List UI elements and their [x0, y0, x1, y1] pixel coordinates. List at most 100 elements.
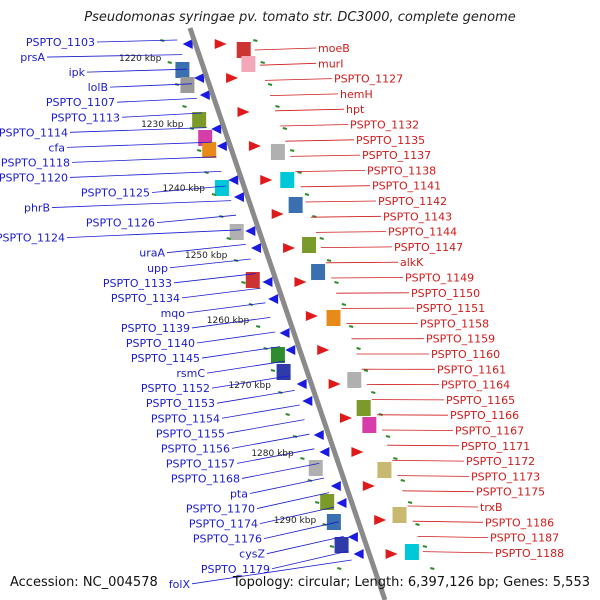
gene-label-left: PSPTO_1124	[0, 232, 65, 245]
tick-mark	[348, 325, 354, 328]
leader-line-left	[249, 477, 325, 494]
gene-label-left: PSPTO_1153	[146, 397, 215, 410]
tick-mark	[260, 61, 265, 64]
tick-mark	[297, 171, 302, 174]
gene-block	[362, 417, 377, 433]
gene-arrow-forward	[374, 515, 387, 525]
tick-mark	[226, 237, 231, 240]
tick-mark	[393, 457, 398, 460]
gene-arrow-reverse	[251, 243, 262, 253]
tick-mark	[270, 369, 276, 372]
tick-mark	[285, 413, 290, 416]
leader-line-right	[259, 62, 317, 66]
leader-line-right	[310, 215, 382, 218]
leader-line-left	[181, 287, 261, 299]
leader-line-left	[211, 375, 290, 389]
gene-label-left: mqo	[161, 307, 186, 320]
gene-arrow-reverse	[330, 481, 341, 491]
leader-line-left	[231, 433, 310, 449]
gene-arrow-forward	[362, 481, 375, 491]
leader-line-right	[305, 200, 377, 203]
gene-arrow-forward	[385, 549, 398, 559]
leader-line-right	[407, 505, 479, 508]
gene-label-left: PSPTO_1154	[151, 412, 220, 425]
leader-line-right	[315, 231, 387, 233]
tick-mark	[337, 567, 342, 570]
kbp-label: 1260 kbp	[207, 316, 250, 326]
leader-line-left	[226, 419, 305, 434]
leader-line-left	[71, 156, 217, 163]
gene-label-left: PSPTO_1114	[0, 126, 68, 139]
leader-line-right	[285, 139, 355, 142]
gene-label-right: hpt	[346, 103, 365, 116]
leader-line-left	[241, 463, 320, 479]
leader-line-right	[295, 170, 366, 172]
tick-mark	[407, 501, 413, 504]
leader-line-right	[320, 246, 393, 248]
gene-arrow-forward	[351, 447, 364, 457]
gene-label-right: PSPTO_1166	[450, 409, 519, 422]
leader-line-right	[422, 551, 494, 554]
tick-mark	[400, 479, 406, 482]
gene-block	[280, 172, 295, 188]
gene-label-right: murI	[318, 57, 343, 70]
leader-line-right	[326, 261, 399, 264]
gene-label-left: PSPTO_1156	[161, 442, 230, 455]
leader-line-left	[66, 141, 212, 148]
gene-arrow-reverse	[233, 192, 244, 202]
gene-label-left: PSPTO_1176	[193, 533, 262, 546]
gene-label-left: PSPTO_1145	[131, 352, 200, 365]
gene-arrow-reverse	[245, 226, 256, 236]
gene-label-right: PSPTO_1147	[394, 241, 463, 254]
gene-label-left: folX	[169, 578, 191, 591]
tick-mark	[363, 369, 369, 372]
gene-label-right: PSPTO_1171	[461, 440, 530, 453]
gene-label-right: PSPTO_1149	[405, 272, 474, 285]
leader-line-right	[275, 108, 345, 112]
gene-label-right: PSPTO_1165	[446, 394, 515, 407]
gene-block	[270, 144, 285, 160]
gene-label-right: PSPTO_1186	[485, 516, 554, 529]
gene-block	[356, 400, 371, 416]
kbp-label: 1270 kbp	[229, 381, 272, 391]
tick-mark	[300, 457, 305, 460]
gene-label-right: PSPTO_1159	[426, 333, 495, 346]
gene-block	[175, 62, 190, 78]
kbp-label: 1220 kbp	[119, 54, 162, 64]
gene-label-right: moeB	[318, 42, 350, 55]
leader-line-left	[191, 317, 271, 329]
tick-mark	[422, 545, 428, 548]
gene-label-right: PSPTO_1161	[437, 363, 506, 376]
tick-mark	[255, 325, 261, 328]
gene-label-left: prsA	[20, 51, 45, 64]
leader-line-left	[96, 39, 178, 43]
gene-label-left: PSPTO_1125	[81, 187, 150, 200]
gene-arrow-forward	[214, 39, 227, 49]
gene-block	[308, 460, 323, 476]
gene-arrow-reverse	[262, 277, 273, 287]
gene-arrow-forward	[260, 175, 273, 185]
leader-line-left	[256, 492, 330, 509]
leader-line-left	[166, 244, 246, 254]
gene-label-left: PSPTO_1133	[103, 277, 172, 290]
kbp-label: 1240 kbp	[163, 184, 206, 194]
gene-label-left: PSPTO_1120	[0, 171, 68, 184]
gene-label-right: trxB	[480, 501, 503, 514]
leader-line-left	[263, 521, 339, 540]
gene-arrow-reverse	[347, 532, 358, 542]
kbp-label: 1280 kbp	[251, 449, 294, 459]
leader-line-right	[397, 475, 470, 477]
gene-arrow-forward	[271, 209, 284, 219]
gene-label-left: PSPTO_1107	[46, 96, 115, 109]
gene-arrow-reverse	[182, 39, 193, 49]
gene-block	[270, 347, 285, 363]
gene-arrow-reverse	[268, 294, 279, 304]
gene-block	[404, 544, 419, 560]
tick-mark	[196, 149, 202, 152]
gene-label-right: PSPTO_1143	[383, 210, 452, 223]
tick-mark	[334, 281, 339, 284]
gene-arrow-forward	[226, 73, 239, 83]
gene-label-left: PSPTO_1170	[186, 503, 255, 516]
